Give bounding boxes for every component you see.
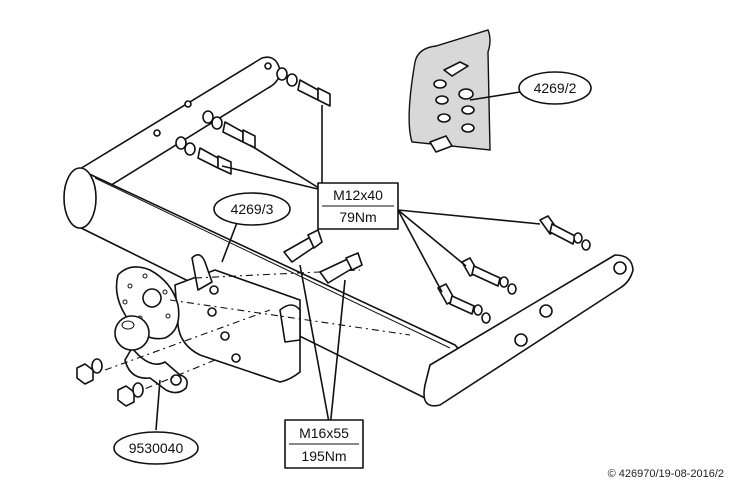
small-bolt-torque: 79Nm [339, 209, 376, 225]
large-bolts [283, 229, 363, 284]
right-side-arm [423, 254, 634, 407]
large-bolt-spec-box: M16x55 195Nm [284, 419, 364, 469]
tow-ball-neck [114, 315, 188, 394]
small-bolt-size: M12x40 [333, 187, 383, 203]
copyright-text: © 426970/19-08-2016/2 [608, 468, 724, 480]
mounting-bracket [174, 254, 301, 383]
ball-callout: 9530040 [113, 431, 199, 465]
detail-callout: 4269/2 [518, 71, 592, 105]
large-bolt-torque: 195Nm [301, 448, 346, 464]
detail-part-label: 4269/2 [534, 80, 577, 96]
ball-nuts [76, 358, 144, 407]
bracket-part-label: 4269/3 [231, 201, 274, 217]
large-bolt-size: M16x55 [299, 425, 349, 441]
small-bolt-spec-box: M12x40 79Nm [317, 182, 399, 230]
detail-inset [408, 29, 491, 153]
bracket-callout: 4269/3 [213, 192, 291, 226]
left-arm-bolts [175, 67, 331, 175]
right-arm-bolts [437, 215, 591, 324]
leader-lines [155, 91, 541, 431]
ball-part-label: 9530040 [129, 440, 184, 456]
